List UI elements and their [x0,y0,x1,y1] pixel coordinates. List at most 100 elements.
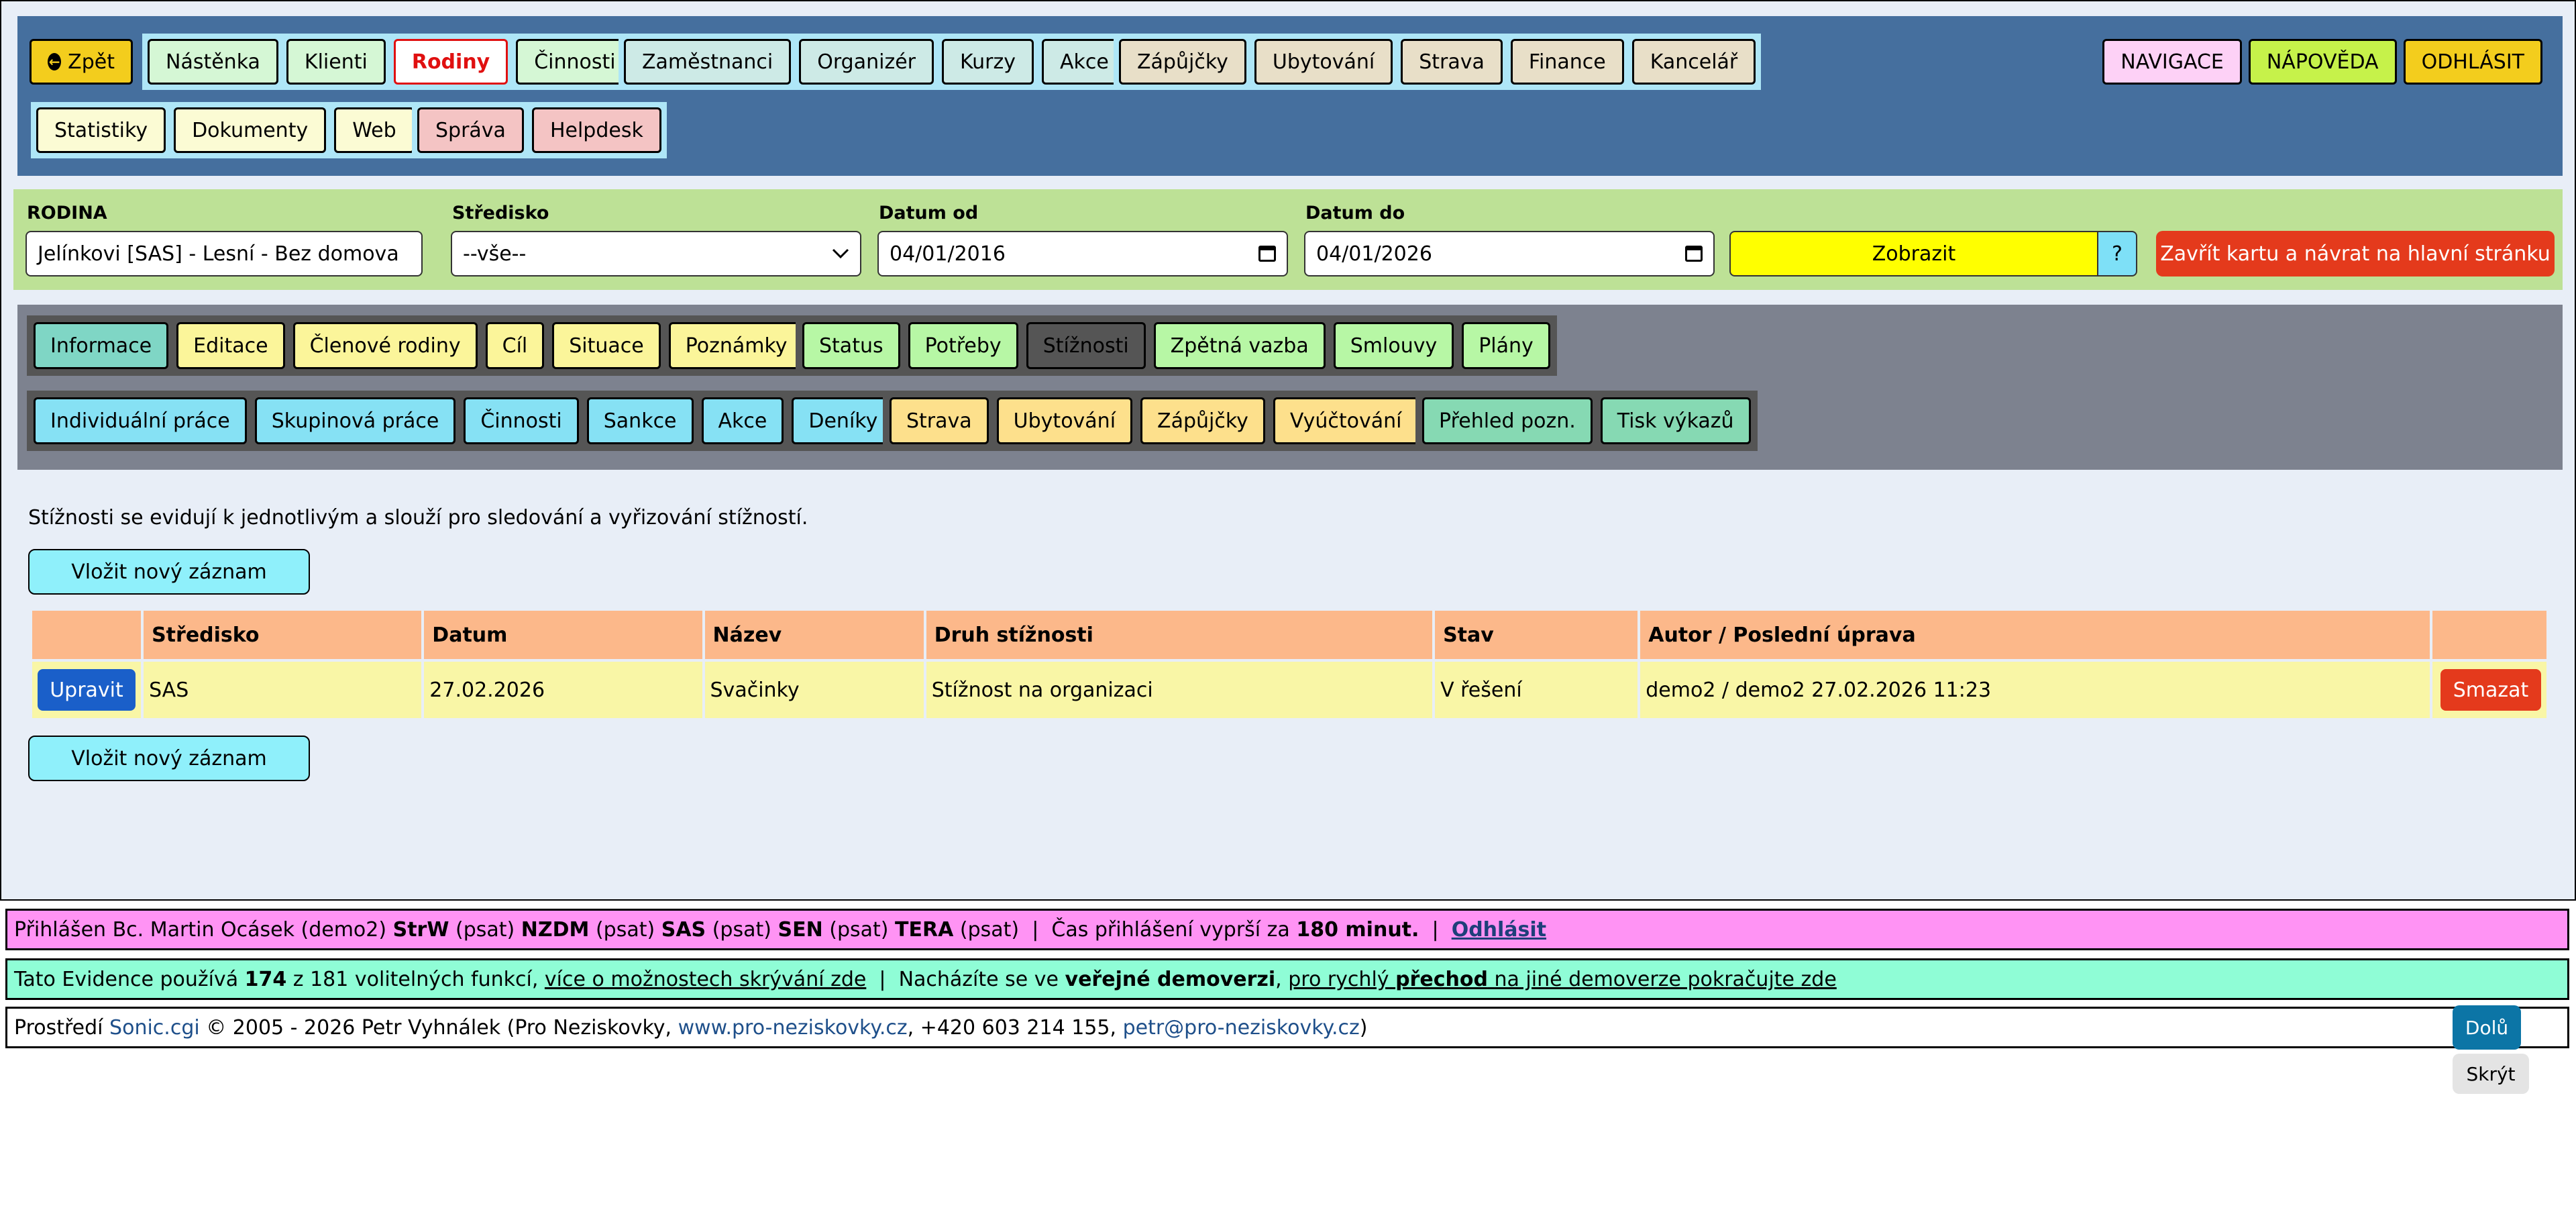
tab-status[interactable]: Status [802,322,900,369]
nav-dokumenty[interactable]: Dokumenty [174,107,327,153]
family-subnav: Informace Editace Členové rodiny Cíl Sit… [17,305,2563,470]
tab-poznamky[interactable]: Poznámky [668,322,804,369]
sonic-link[interactable]: Sonic.cgi [109,1015,200,1040]
tab-potreby[interactable]: Potřeby [908,322,1018,369]
odhlasit-button[interactable]: ODHLÁSIT [2403,39,2542,85]
nav-kancelar[interactable]: Kancelář [1631,39,1756,85]
nav-group-main: Nástěnka Klienti Rodiny Činnosti [142,34,639,90]
table-header-row: Středisko Datum Název Druh stížnosti Sta… [32,611,2546,659]
tab-plany[interactable]: Plány [1462,322,1550,369]
nav-nastenka[interactable]: Nástěnka [148,39,278,85]
calendar-icon[interactable] [1258,246,1276,262]
nav-rodiny[interactable]: Rodiny [393,39,508,85]
date-from-input[interactable]: 04/01/2016 [877,231,1288,276]
close-card-button[interactable]: Zavřít kartu a návrat na hlavní stránku [2156,231,2555,276]
date-to-input[interactable]: 04/01/2026 [1304,231,1715,276]
header-name: Název [704,611,924,659]
row-type: Stížnost na organizaci [926,662,1433,718]
tab-stiznosti[interactable]: Stížnosti [1026,322,1146,369]
subnav-group-work: Individuální práce Skupinová práce Činno… [27,391,902,451]
nav-zamestnanci[interactable]: Zaměstnanci [624,39,792,85]
arrow-left-icon: ← [48,53,62,70]
row-edit-cell: Upravit [32,662,142,718]
nav-cinnosti[interactable]: Činnosti [516,39,634,85]
nav-helpdesk[interactable]: Helpdesk [531,107,661,153]
section-description: Stížnosti se evidují k jednotlivým a slo… [28,506,808,530]
logout-link[interactable]: Odhlásit [1451,917,1547,942]
tab-prehled-pozn[interactable]: Přehled pozn. [1422,397,1593,444]
nav-web[interactable]: Web [334,107,415,153]
date-from-label: Datum od [879,203,979,223]
chevron-down-icon [832,248,849,259]
tab-tisk-vykazu[interactable]: Tisk výkazů [1600,397,1751,444]
delete-button[interactable]: Smazat [2440,669,2541,711]
nav-statistiky[interactable]: Statistiky [36,107,166,153]
nav-klienti[interactable]: Klienti [286,39,386,85]
family-input[interactable]: Jelínkovi [SAS] - Lesní - Bez domova [25,231,423,276]
subnav-group-services: Strava Ubytování Zápůjčky Vyúčtování [883,391,1426,451]
tab-akce[interactable]: Akce [701,397,784,444]
date-to-label: Datum do [1305,203,1405,223]
row-author: demo2 / demo2 27.02.2026 11:23 [1640,662,2430,718]
tab-strava[interactable]: Strava [890,397,989,444]
login-info-bar: Přihlášen Bc. Martin Ocásek (demo2) StrW… [5,909,2569,950]
nav-organizer[interactable]: Organizér [799,39,934,85]
row-date: 27.02.2026 [424,662,702,718]
row-center: SAS [144,662,422,718]
show-button[interactable]: Zobrazit [1729,231,2098,276]
navigace-button[interactable]: NAVIGACE [2102,39,2242,85]
nav-kurzy[interactable]: Kurzy [941,39,1034,85]
tab-individualni-prace[interactable]: Individuální práce [34,397,247,444]
tab-cinnosti[interactable]: Činnosti [464,397,579,444]
scroll-down-button[interactable]: Dolů [2453,1005,2521,1050]
tab-smlouvy[interactable]: Smlouvy [1333,322,1454,369]
other-demo-link[interactable]: pro rychlý přechod na jiné demoverze pok… [1288,967,1837,991]
header-actions [32,611,142,659]
header-date: Datum [424,611,702,659]
tab-clenove-rodiny[interactable]: Členové rodiny [292,322,478,369]
tab-ubytovani[interactable]: Ubytování [996,397,1133,444]
tab-editace[interactable]: Editace [176,322,285,369]
table-row: Upravit SAS 27.02.2026 Svačinky Stížnost… [32,662,2546,718]
back-button[interactable]: ← Zpět [30,39,133,85]
tab-zpetna-vazba[interactable]: Zpětná vazba [1153,322,1326,369]
napoveda-button[interactable]: NÁPOVĚDA [2248,39,2397,85]
tab-informace[interactable]: Informace [34,322,169,369]
subnav-group-reports: Přehled pozn. Tisk výkazů [1415,391,1758,451]
tab-sankce[interactable]: Sankce [586,397,694,444]
nav-sprava[interactable]: Správa [417,107,524,153]
hiding-options-link[interactable]: více o možnostech skrývání zde [544,967,867,991]
hide-button[interactable]: Skrýt [2453,1054,2529,1094]
tab-cil[interactable]: Cíl [485,322,545,369]
tab-deniky[interactable]: Deníky [792,397,895,444]
row-name: Svačinky [704,662,924,718]
website-link[interactable]: www.pro-neziskovky.cz [678,1015,908,1040]
row-delete-cell: Smazat [2432,662,2546,718]
add-record-button-top[interactable]: Vložit nový záznam [28,549,310,595]
edit-button[interactable]: Upravit [38,669,136,711]
nav-ubytovani[interactable]: Ubytování [1254,39,1393,85]
nav-group-stats: Statistiky Dokumenty Web [31,102,420,158]
header-center: Středisko [144,611,422,659]
header-delete [2432,611,2546,659]
header-type: Druh stížnosti [926,611,1433,659]
tab-situace[interactable]: Situace [552,322,661,369]
nav-zapujcky[interactable]: Zápůjčky [1119,39,1246,85]
family-label: RODINA [27,203,107,223]
app-frame: ← Zpět Nástěnka Klienti Rodiny Činnosti … [0,0,2576,901]
center-label: Středisko [452,203,549,223]
nav-group-staff: Zaměstnanci Organizér Kurzy Akce [619,34,1132,90]
center-select[interactable]: --vše-- [451,231,861,276]
tab-skupinova-prace[interactable]: Skupinová práce [254,397,456,444]
nav-akce[interactable]: Akce [1042,39,1127,85]
tab-vyuctovani[interactable]: Vyúčtování [1273,397,1419,444]
nav-strava[interactable]: Strava [1401,39,1503,85]
tab-zapujcky[interactable]: Zápůjčky [1140,397,1265,444]
calendar-icon[interactable] [1685,246,1703,262]
nav-finance[interactable]: Finance [1510,39,1624,85]
help-button[interactable]: ? [2097,231,2137,276]
credits-bar: Prostředí Sonic.cgi © 2005 - 2026 Petr V… [5,1007,2569,1048]
nav-group-services: Zápůjčky Ubytování Strava Finance Kancel… [1114,34,1762,90]
add-record-button-bottom[interactable]: Vložit nový záznam [28,736,310,781]
email-link[interactable]: petr@pro-neziskovky.cz [1122,1015,1360,1040]
